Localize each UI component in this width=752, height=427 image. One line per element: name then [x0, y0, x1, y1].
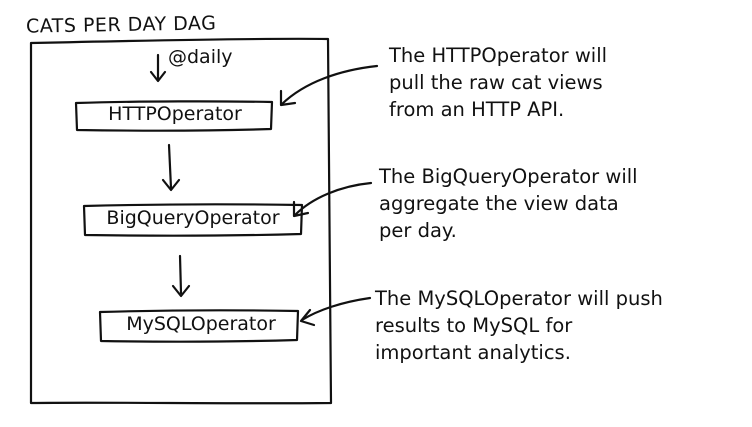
note-bigquery: The BigQueryOperator will aggregate the … — [379, 163, 638, 244]
node-http-operator: HTTPOperator — [108, 103, 242, 125]
node-box-http — [74, 100, 274, 132]
note-line: results to MySQL for — [375, 314, 573, 337]
note-arrow-bigquery-head — [292, 200, 310, 218]
note-arrow-mysql — [300, 296, 372, 322]
edge-http-to-bigquery-head — [161, 178, 181, 192]
node-box-mysql — [98, 309, 300, 343]
note-line: important analytics. — [375, 341, 571, 364]
note-line: The MySQLOperator will push — [375, 287, 663, 310]
dag-frame — [29, 37, 333, 405]
note-arrow-http-head — [279, 89, 297, 107]
edge-http-to-bigquery — [167, 143, 173, 190]
note-http: The HTTPOperator will pull the raw cat v… — [389, 42, 607, 123]
note-arrow-bigquery — [293, 181, 373, 217]
note-line: The HTTPOperator will — [389, 44, 608, 67]
edge-bigquery-to-mysql — [178, 254, 183, 295]
node-box-bigquery — [82, 203, 304, 237]
note-line: aggregate the view data — [379, 192, 619, 215]
edge-bigquery-to-mysql-head — [171, 284, 191, 298]
note-arrow-mysql-head — [299, 308, 316, 327]
note-line: per day. — [379, 219, 457, 242]
schedule-label: @daily — [168, 46, 233, 68]
schedule-arrowhead — [149, 70, 167, 83]
node-bigquery-operator: BigQueryOperator — [106, 207, 280, 229]
note-line: The BigQueryOperator will — [379, 165, 638, 188]
node-mysql-operator: MySQLOperator — [126, 313, 276, 335]
note-mysql: The MySQLOperator will push results to M… — [375, 285, 663, 366]
dag-title: CATS PER DAY DAG — [25, 12, 217, 38]
note-arrow-http — [280, 64, 379, 106]
note-line: from an HTTP API. — [389, 98, 565, 121]
note-line: pull the raw cat views — [389, 71, 603, 94]
